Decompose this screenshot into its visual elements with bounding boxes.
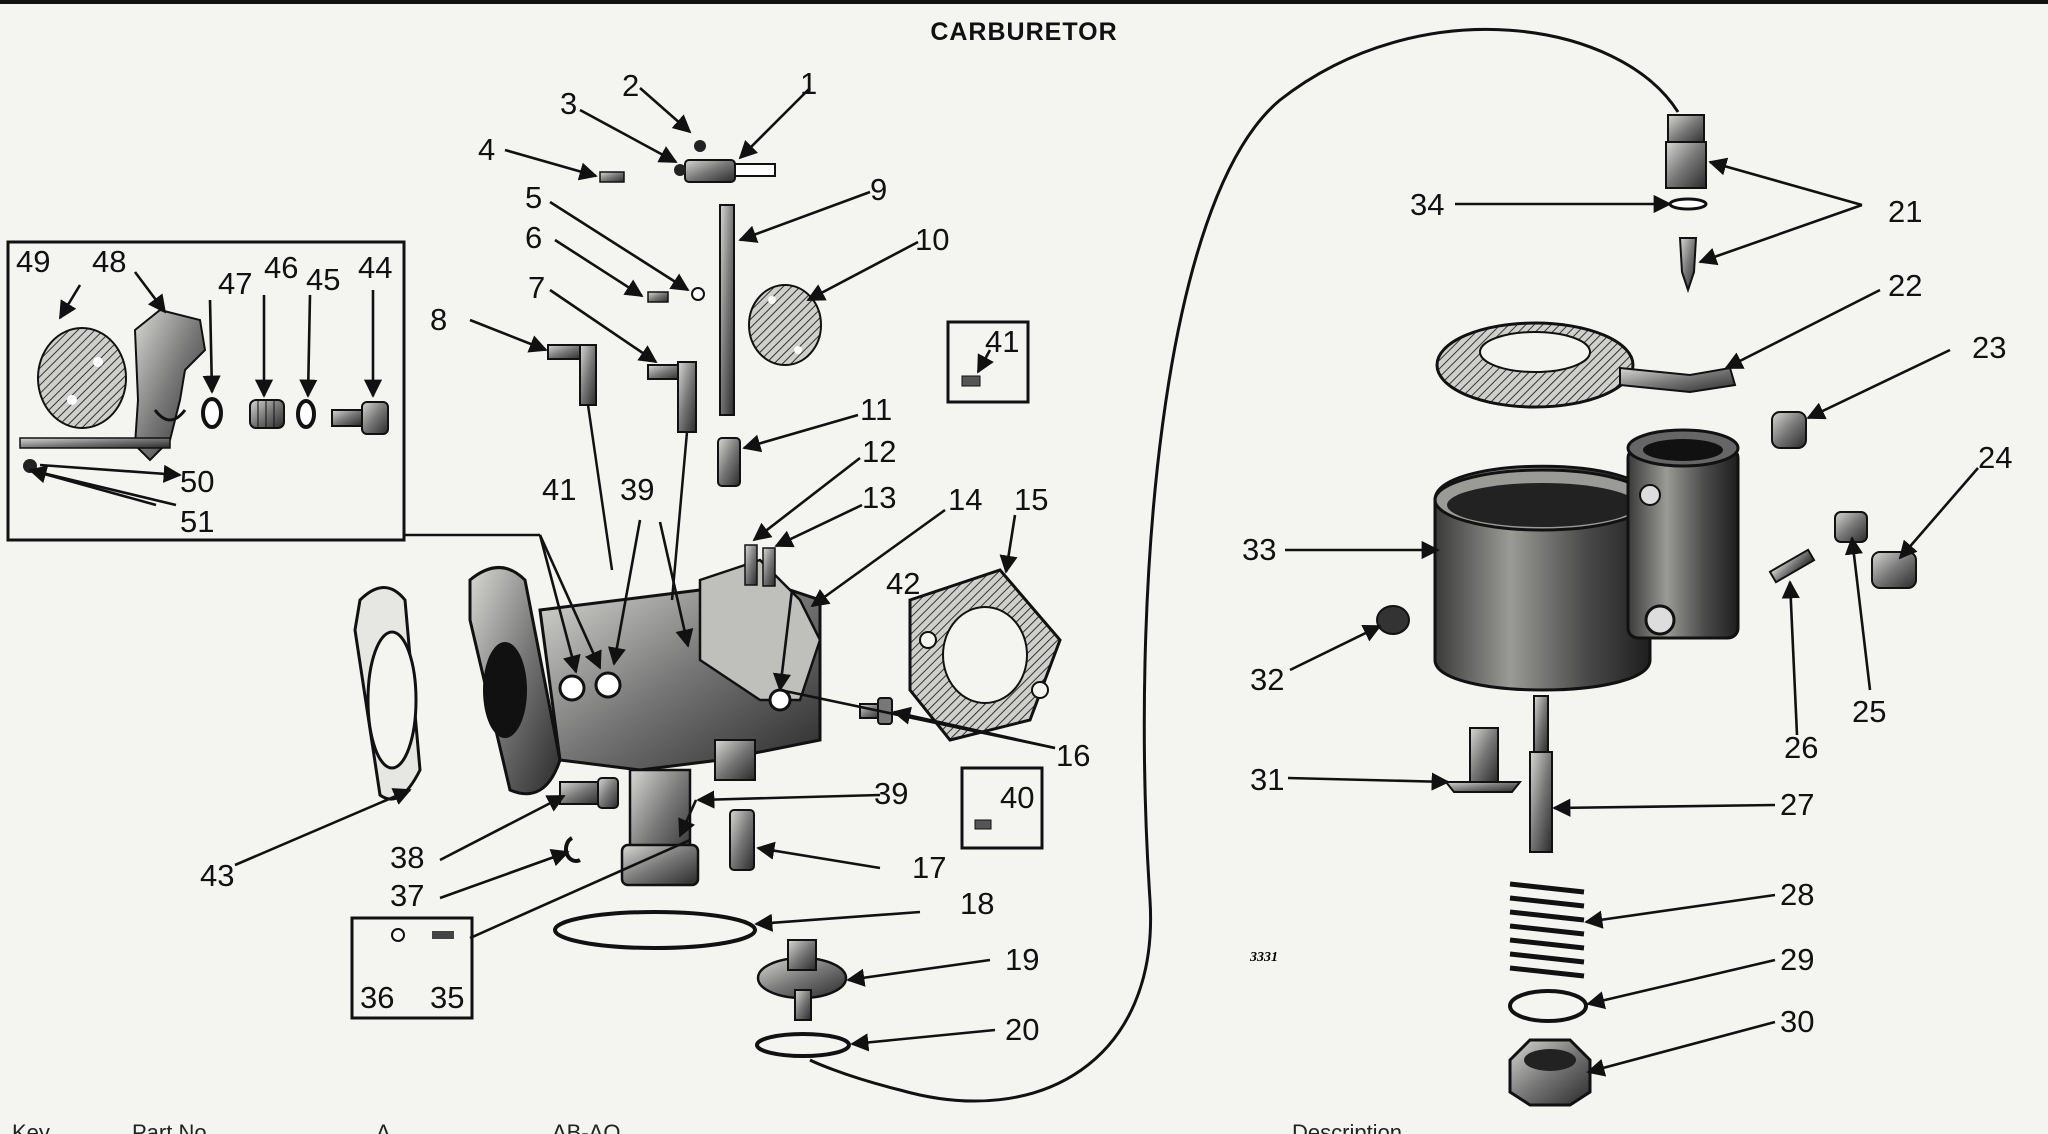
callout-22: 22 xyxy=(1888,268,1922,303)
callout-38: 38 xyxy=(390,840,424,875)
callout-32: 32 xyxy=(1250,662,1284,697)
callout-20: 20 xyxy=(1005,1012,1039,1047)
callout-40: 40 xyxy=(1000,780,1034,815)
callout-26: 26 xyxy=(1784,730,1818,765)
callout-28: 28 xyxy=(1780,877,1814,912)
leader-lines xyxy=(28,87,1979,1077)
header-description: Description xyxy=(1292,1120,1403,1134)
bowl-gasket-part xyxy=(908,568,1062,742)
callout-9: 9 xyxy=(870,172,887,207)
callout-14: 14 xyxy=(948,482,982,517)
callout-5: 5 xyxy=(525,180,542,215)
header-part-no: Part No. xyxy=(132,1120,213,1134)
throttle-detail-box xyxy=(6,240,406,542)
header-ab-ao: AB-AO xyxy=(552,1120,621,1134)
callout-18: 18 xyxy=(960,886,994,921)
header-key: Key xyxy=(12,1120,50,1134)
carburetor-body xyxy=(353,544,893,887)
callout-31: 31 xyxy=(1250,762,1284,797)
callout-23: 23 xyxy=(1972,330,2006,365)
callout-7: 7 xyxy=(528,270,545,305)
callout-2: 2 xyxy=(622,68,639,103)
callout-6: 6 xyxy=(525,220,542,255)
callout-21: 21 xyxy=(1888,194,1922,229)
callout-41: 41 xyxy=(985,324,1019,359)
callout-15: 15 xyxy=(1014,482,1048,517)
callout-33: 33 xyxy=(1242,532,1276,567)
callout-47: 47 xyxy=(218,266,252,301)
callout-4: 4 xyxy=(478,132,495,167)
callout-45: 45 xyxy=(306,262,340,297)
callout-labels: 1 2 3 4 5 6 7 8 9 10 11 12 13 14 15 16 1… xyxy=(16,66,2012,1047)
parts-table-header: Key Part No. A AB-AO Description xyxy=(0,1116,2048,1134)
throttle-lever-part xyxy=(133,308,207,462)
callout-35: 35 xyxy=(430,980,464,1015)
callout-49: 49 xyxy=(16,244,50,279)
header-a: A xyxy=(376,1120,391,1134)
callout-10: 10 xyxy=(915,222,949,257)
callout-27: 27 xyxy=(1780,787,1814,822)
callout-39: 39 xyxy=(620,472,654,507)
callout-24: 24 xyxy=(1978,440,2012,475)
callout-44: 44 xyxy=(358,250,392,285)
callout-37: 37 xyxy=(390,878,424,913)
callout-43: 43 xyxy=(200,858,234,893)
callout-29: 29 xyxy=(1780,942,1814,977)
callout-12: 12 xyxy=(862,434,896,469)
callout-42: 42 xyxy=(886,566,920,601)
callout-17: 17 xyxy=(912,850,946,885)
callout-36: 36 xyxy=(360,980,394,1015)
throttle-stop-parts xyxy=(547,140,822,601)
drawing-code: 3331 xyxy=(1249,950,1278,965)
callout-11: 11 xyxy=(860,392,892,427)
callout-8: 8 xyxy=(430,302,447,337)
callout-13: 13 xyxy=(862,480,896,515)
small-detail-boxes xyxy=(350,320,1044,1020)
callout-46: 46 xyxy=(264,250,298,285)
callout-34: 34 xyxy=(1410,187,1444,222)
assembly-connector-curve xyxy=(809,28,1680,1103)
callout-39-lower: 39 xyxy=(874,776,908,811)
callout-51: 51 xyxy=(180,504,214,539)
callout-50: 50 xyxy=(180,464,214,499)
callout-19: 19 xyxy=(1005,942,1039,977)
callout-30: 30 xyxy=(1780,1004,1814,1039)
top-rule xyxy=(0,0,2048,4)
throttle-plate-part xyxy=(37,327,127,429)
float-bowl-group xyxy=(1376,114,1917,1107)
callout-1: 1 xyxy=(800,66,817,101)
page-title: CARBURETOR xyxy=(930,18,1118,46)
callout-16: 16 xyxy=(1056,738,1090,773)
callout-3: 3 xyxy=(560,86,577,121)
callout-41-lower: 41 xyxy=(542,472,576,507)
bottom-parts xyxy=(553,910,851,1058)
callout-25: 25 xyxy=(1852,694,1886,729)
callout-48: 48 xyxy=(92,244,126,279)
